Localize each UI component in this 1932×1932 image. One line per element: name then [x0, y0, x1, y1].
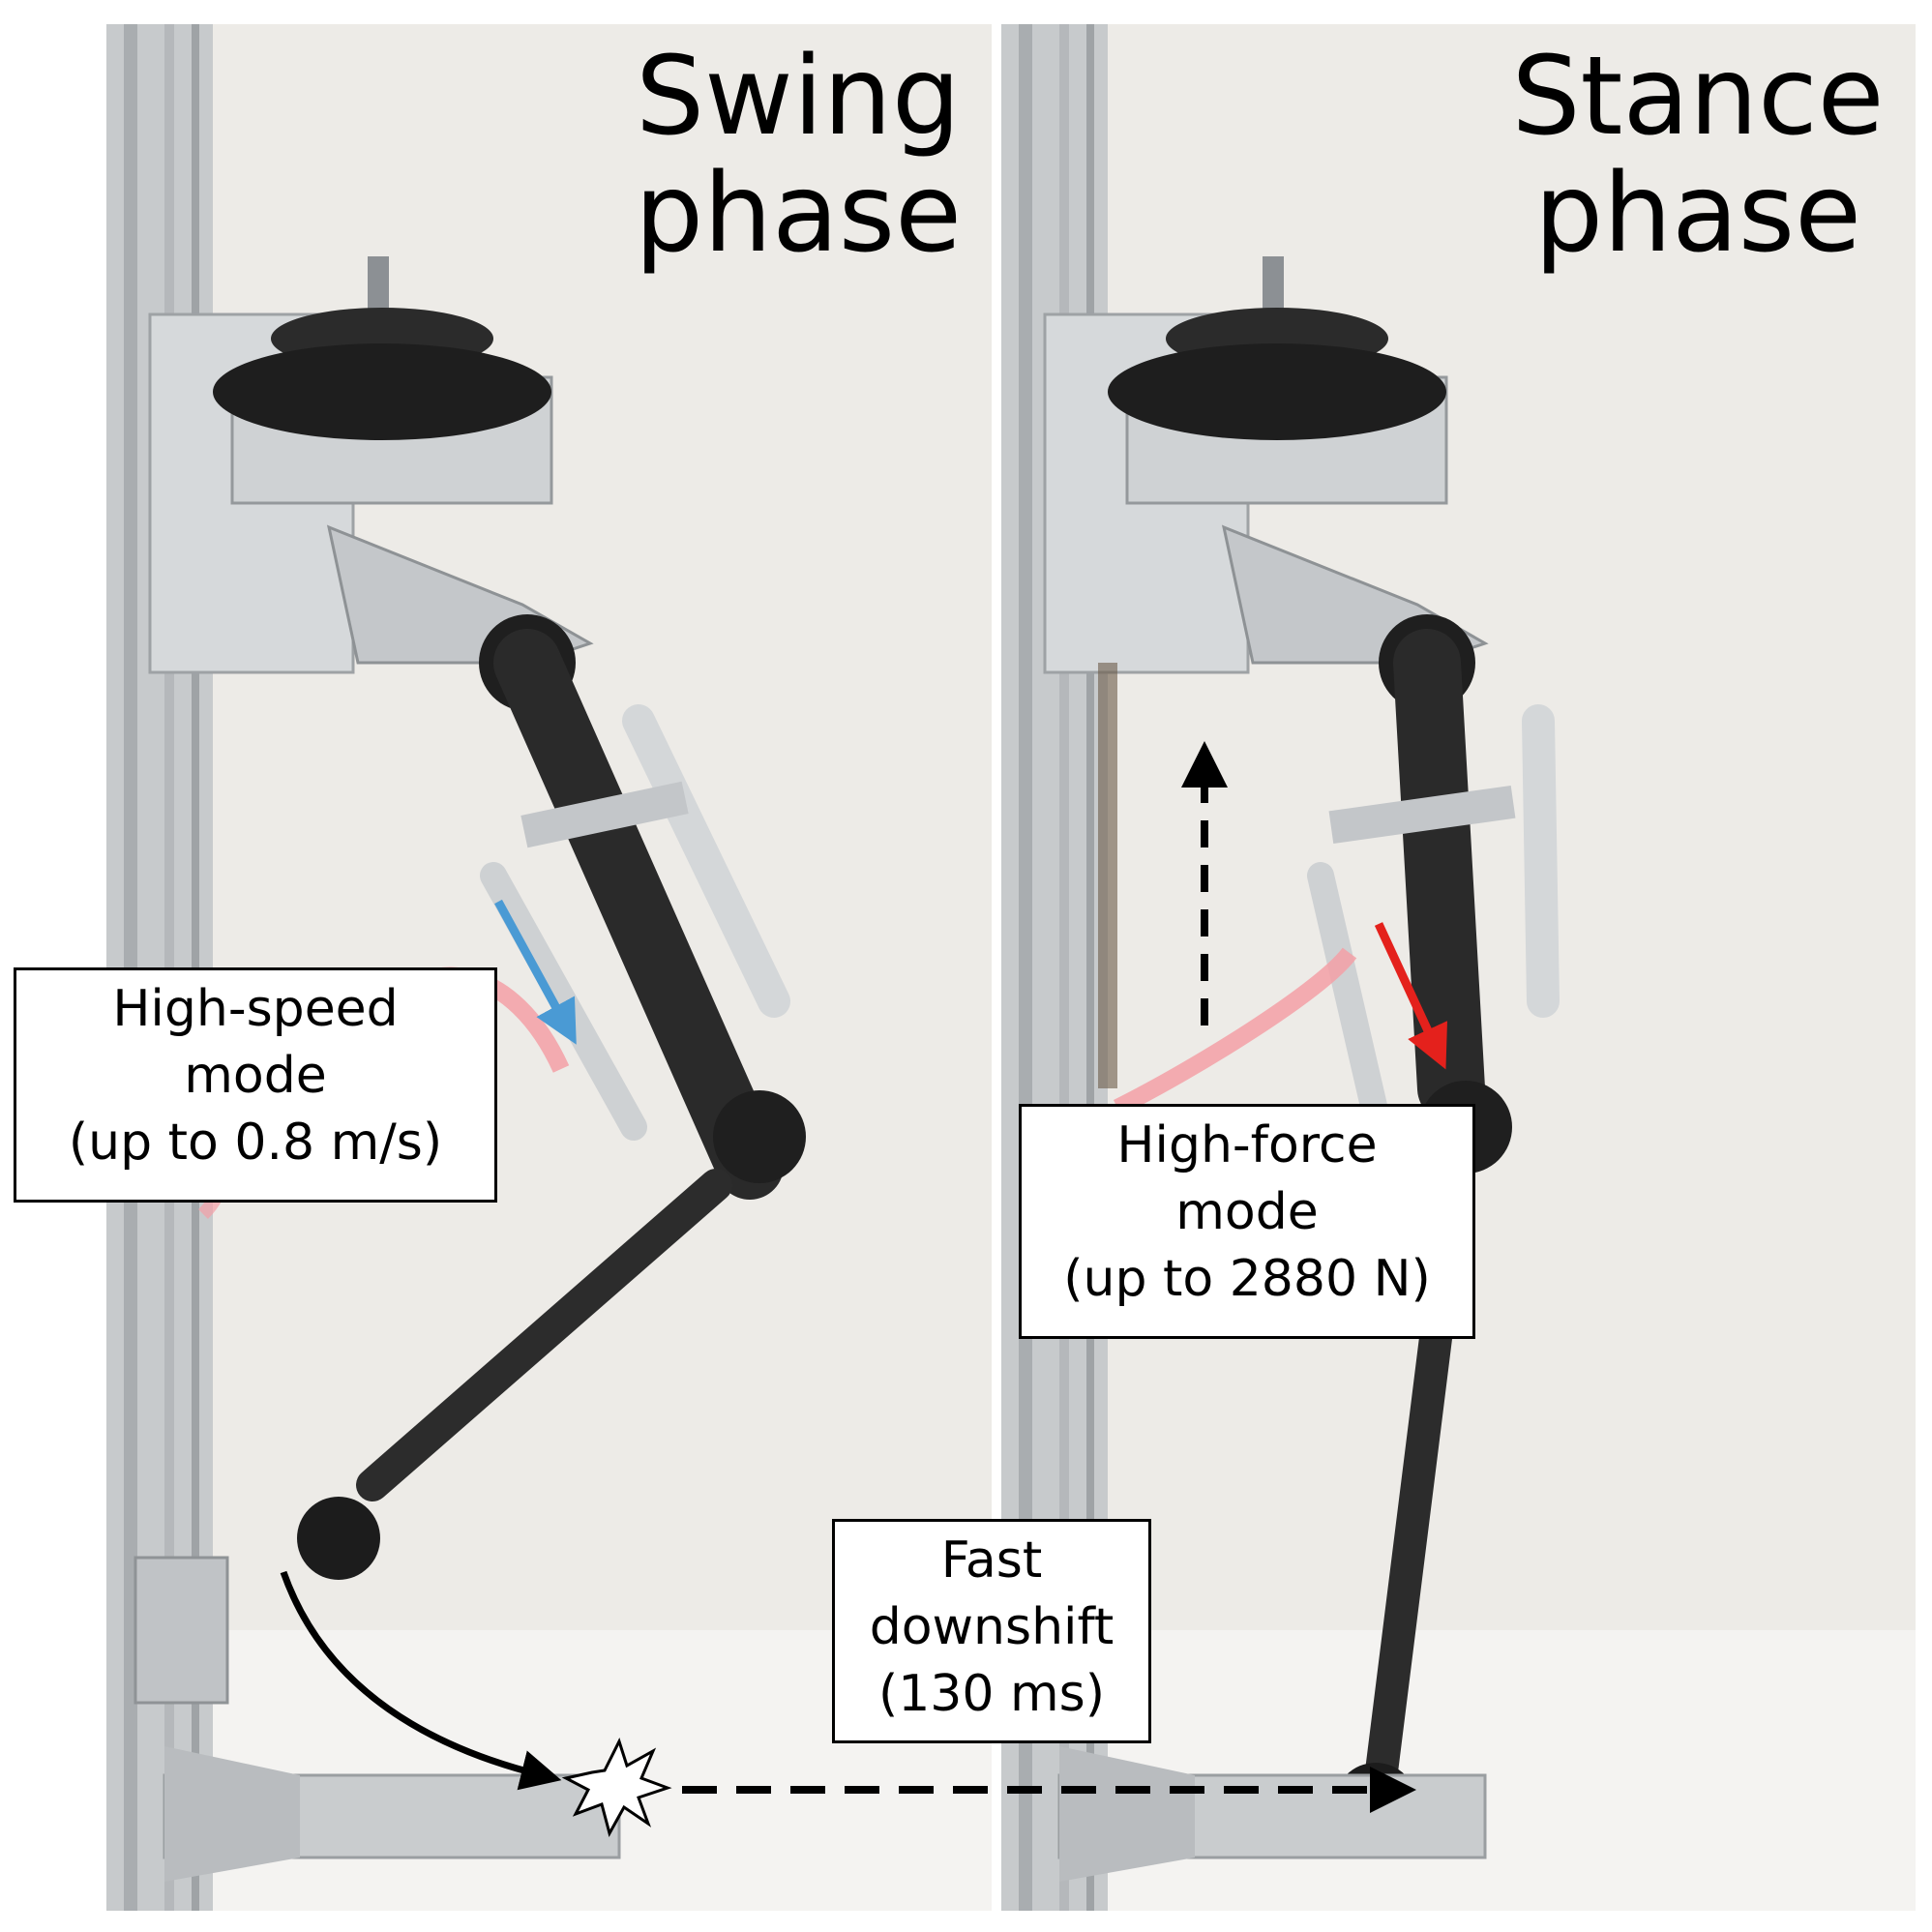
stance-phase-title: Stance phase	[1475, 39, 1920, 273]
gear-cylinder	[1307, 862, 1392, 1141]
high-speed-mode-label: High-speed mode (up to 0.8 m/s)	[14, 967, 497, 1203]
high-speed-flow-arrow	[494, 899, 577, 1045]
base-bracket	[134, 1556, 229, 1705]
impact-star-icon	[561, 1738, 672, 1837]
fast-downshift-label: Fast downshift (130 ms)	[832, 1519, 1151, 1743]
stance-title-line1: Stance	[1511, 34, 1885, 160]
actuator-cylinder	[622, 704, 790, 1018]
stance-title-line2: phase	[1534, 150, 1861, 277]
thigh-segment	[493, 629, 784, 1200]
shank-segment	[356, 1169, 732, 1501]
weight-plate	[1108, 343, 1446, 440]
foot-ball	[297, 1497, 380, 1580]
stance-phase-scene	[1001, 24, 1916, 1911]
pneumatic-hose	[1113, 947, 1357, 1116]
swing-title-line2: phase	[635, 150, 962, 277]
high-force-mode-label: High-force mode (up to 2880 N)	[1019, 1104, 1475, 1339]
high-force-flow-arrow	[1374, 922, 1448, 1070]
swing-title-line1: Swing	[636, 34, 961, 160]
clamp-upper	[520, 781, 689, 848]
swing-phase-title: Swing phase	[595, 39, 1001, 273]
thigh-segment	[1393, 629, 1485, 1122]
stance-phase-photo	[1001, 24, 1916, 1911]
touchdown-arrow	[280, 1570, 562, 1791]
actuator-cylinder	[1522, 704, 1560, 1018]
clamp-upper	[1328, 785, 1516, 845]
knee-joint	[713, 1090, 806, 1183]
weight-plate	[213, 343, 551, 440]
